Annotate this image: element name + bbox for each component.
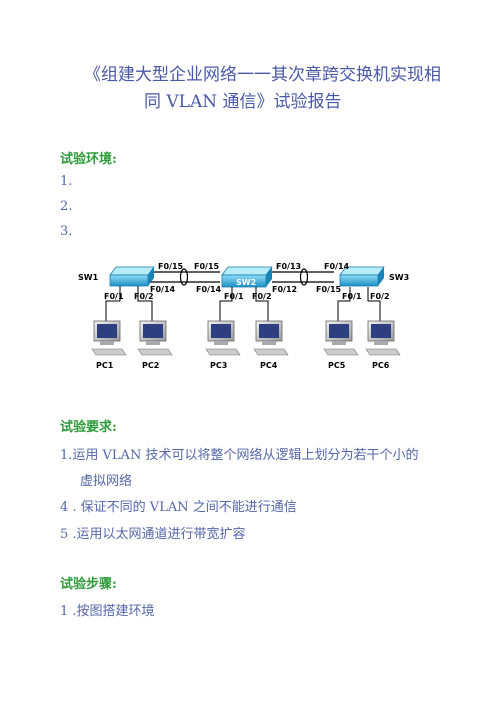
label-pc5: PC5 xyxy=(328,361,346,370)
switch-sw1-icon xyxy=(109,266,155,287)
port-sw1-f02: F0/2 xyxy=(134,292,154,301)
port-sw2-f02: F0/2 xyxy=(252,292,272,301)
requirement-3: 5 .运用以太网通道进行带宽扩容 xyxy=(60,527,246,542)
pc-4-icon xyxy=(253,320,289,356)
access-links xyxy=(105,286,381,321)
port-sw2-f01: F0/1 xyxy=(224,292,244,301)
switch-sw3-icon xyxy=(339,266,385,287)
label-pc4: PC4 xyxy=(260,361,278,370)
port-sw2-f013: F0/13 xyxy=(276,262,301,271)
port-sw2-f015: F0/15 xyxy=(194,262,220,271)
label-sw1: SW1 xyxy=(78,273,99,282)
requirements-heading: 试验要求: xyxy=(60,420,117,435)
env-item-3: 3. xyxy=(60,224,73,239)
port-sw2-f014: F0/14 xyxy=(196,285,222,294)
env-item-2: 2. xyxy=(60,199,73,214)
requirement-2: 4 . 保证不同的 VLAN 之间不能进行通信 xyxy=(60,500,297,515)
trunk-links xyxy=(148,268,334,286)
label-pc3: PC3 xyxy=(210,361,227,370)
port-sw1-f01: F0/1 xyxy=(104,292,124,301)
port-sw1-f014: F0/14 xyxy=(150,285,176,294)
pc-1-icon xyxy=(91,320,127,356)
port-sw3-f02: F0/2 xyxy=(370,292,390,301)
label-sw2: SW2 xyxy=(236,278,256,287)
port-sw3-f01: F0/1 xyxy=(342,292,362,301)
document-title: 《组建大型企业网络一一其次章跨交换机实现相 同 VLAN 通信》试验报告 xyxy=(84,62,444,116)
label-pc1: PC1 xyxy=(96,361,114,370)
label-pc6: PC6 xyxy=(372,361,390,370)
pc-6-icon xyxy=(365,320,401,356)
port-sw2-f012: F0/12 xyxy=(272,285,297,294)
port-sw3-f014: F0/14 xyxy=(324,262,350,271)
env-heading: 试验环境: xyxy=(60,152,117,167)
requirement-1-line-1: 1.运用 VLAN 技术可以将整个网络从逻辑上划分为若干个小的 xyxy=(60,448,419,463)
port-sw1-f015: F0/15 xyxy=(158,262,184,271)
port-sw3-f015: F0/15 xyxy=(316,285,342,294)
pc-3-icon xyxy=(205,320,241,356)
title-line-1: 《组建大型企业网络一一其次章跨交换机实现相 xyxy=(84,65,441,85)
label-sw3: SW3 xyxy=(389,273,409,282)
pc-2-icon xyxy=(137,320,173,356)
switch-sw2-icon xyxy=(221,266,273,288)
network-topology-diagram: SW1 SW2 SW3 F0/15 F0/14 F0/1 F0/2 F0/15 … xyxy=(78,262,409,370)
requirement-1-line-2: 虚拟网络 xyxy=(80,474,133,489)
label-pc2: PC2 xyxy=(142,361,159,370)
pc-5-icon xyxy=(323,320,359,356)
env-item-1: 1. xyxy=(60,174,73,189)
title-line-2: 同 VLAN 通信》试验报告 xyxy=(144,92,342,112)
steps-heading: 试验步骤: xyxy=(60,577,117,592)
step-1: 1 .按图搭建环境 xyxy=(60,604,155,619)
